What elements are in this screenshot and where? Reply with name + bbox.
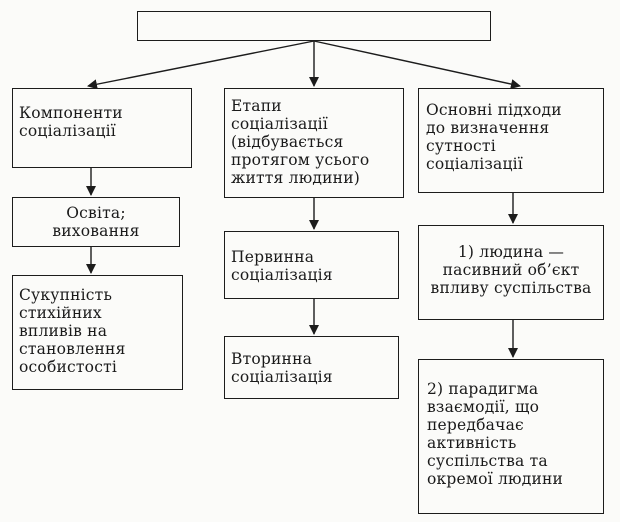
stages-node-label: Етапи соціалізації (відбувається протяго… xyxy=(231,97,370,187)
approach1-node-box xyxy=(418,225,604,320)
primary-node-label: Первинна соціалізація xyxy=(231,248,333,284)
spontaneous-node-label: Сукупність стихійних впливів на становле… xyxy=(19,286,126,376)
root-node-box xyxy=(137,11,491,41)
approach2-node-label: 2) парадигма взаємодії, що передбачає ак… xyxy=(427,380,564,488)
edge-root-components xyxy=(87,40,315,90)
education-node-box xyxy=(12,197,180,247)
approaches-node-label: Основні підходи до визначення сутності с… xyxy=(426,101,562,173)
edge-root-approaches xyxy=(313,40,521,89)
approaches-node-box xyxy=(418,88,604,193)
components-node-box xyxy=(12,88,192,168)
approach2-node-box xyxy=(418,359,604,514)
components-node-label: Компоненти соціалізації xyxy=(19,104,123,140)
primary-node-box xyxy=(224,231,399,299)
approach1-node-label: 1) людина — пасивний об’єкт впливу суспі… xyxy=(430,243,592,297)
spontaneous-node-box xyxy=(12,275,183,390)
education-node-label: Освіта; виховання xyxy=(52,204,140,240)
secondary-node-box xyxy=(224,336,399,399)
secondary-node-label: Вторинна соціалізація xyxy=(231,350,333,386)
stages-node-box xyxy=(224,88,404,198)
